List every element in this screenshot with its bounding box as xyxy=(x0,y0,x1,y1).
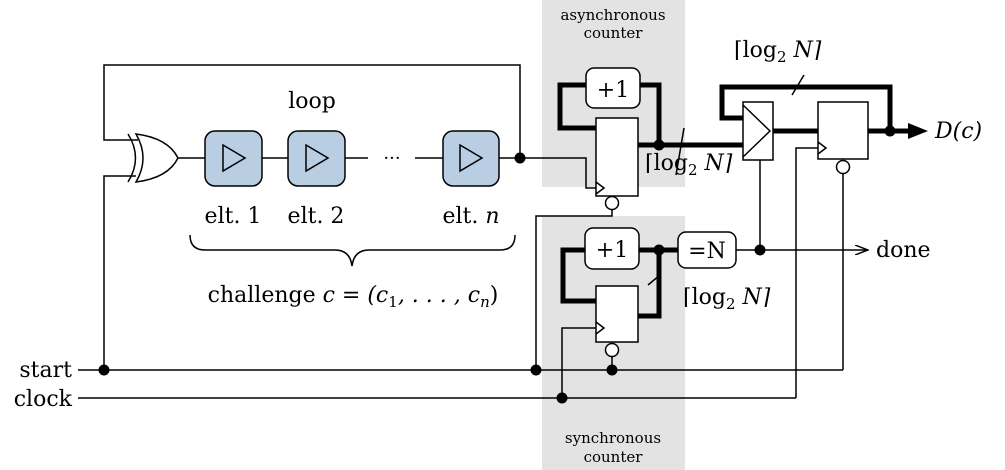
junction-clock-sync xyxy=(556,392,568,404)
junction-loop xyxy=(514,152,526,164)
sync-register xyxy=(595,285,639,343)
elt2-label: elt. 2 xyxy=(288,204,345,229)
async-reset-bubble xyxy=(604,195,620,211)
wire-eltn-async-clk xyxy=(499,157,596,189)
bus-width-slash-2 xyxy=(791,74,805,96)
delay-element-2 xyxy=(287,130,346,187)
challenge-brace xyxy=(189,234,516,267)
compare-n-label: =N xyxy=(688,239,726,264)
delay-element-1 xyxy=(204,130,263,187)
mux-triangle xyxy=(742,104,772,158)
delay-element-n xyxy=(442,130,500,187)
bus-width-label-1: ⌈log2 N⌉ xyxy=(645,151,733,179)
output-reset-bubble xyxy=(835,159,851,175)
async-clock-triangle xyxy=(595,181,606,195)
start-label: start xyxy=(19,358,72,383)
junction-async-out xyxy=(653,139,665,151)
junction-start-sync xyxy=(606,364,618,376)
eltn-label: elt. n xyxy=(442,204,499,229)
junction-dots xyxy=(98,125,896,404)
async-plus-one-box xyxy=(585,67,641,109)
sync-bus-feedback xyxy=(638,250,662,319)
junction-start-async xyxy=(530,364,542,376)
sync-clock-triangle xyxy=(595,321,606,335)
async-plus-one-label: +1 xyxy=(597,78,629,103)
mux-block xyxy=(742,101,774,161)
sync-clock-wire xyxy=(561,327,596,398)
loop-label: loop xyxy=(288,89,336,114)
bus-width-slash-3 xyxy=(647,274,661,286)
output-clock-wire xyxy=(795,147,818,398)
sync-bus-to-adder xyxy=(560,247,596,304)
sync-plus-one-label: +1 xyxy=(596,238,628,263)
async-bus-from-adder xyxy=(640,82,662,145)
loop-feedback-wire xyxy=(103,64,521,158)
output-clock-triangle xyxy=(817,141,828,155)
xor-gate xyxy=(127,133,179,183)
sync-reset-bubble xyxy=(604,342,620,358)
start-to-xor-wire xyxy=(103,175,136,370)
sync-counter-label-2: counter xyxy=(584,448,644,466)
chain-ellipsis: ··· xyxy=(383,148,400,169)
bus-width-slash-1 xyxy=(675,127,685,176)
done-label: done xyxy=(876,238,931,263)
elt1-label: elt. 1 xyxy=(205,204,262,229)
async-bus-to-adder xyxy=(557,82,596,131)
output-register xyxy=(817,101,869,160)
output-arrowhead xyxy=(908,123,928,139)
junction-start-xor xyxy=(98,364,110,376)
output-label: D(c) xyxy=(934,119,982,144)
challenge-label: challenge c = (c1, . . . , cn) xyxy=(208,283,499,311)
async-counter-label-1: asynchronous xyxy=(560,6,665,24)
async-reset-wire xyxy=(535,209,613,370)
async-register xyxy=(595,117,639,197)
clock-label: clock xyxy=(14,387,73,412)
bus-width-label-3: ⌈log2 N⌉ xyxy=(683,285,771,313)
junction-done xyxy=(754,244,766,256)
output-feedback-bus xyxy=(719,84,893,130)
async-counter-label-2: counter xyxy=(584,24,644,42)
sync-counter-label-1: synchronous xyxy=(565,429,661,447)
junction-output xyxy=(884,125,896,137)
bus-width-label-2: ⌈log2 N⌉ xyxy=(734,38,822,66)
junction-sync-out xyxy=(653,244,665,256)
